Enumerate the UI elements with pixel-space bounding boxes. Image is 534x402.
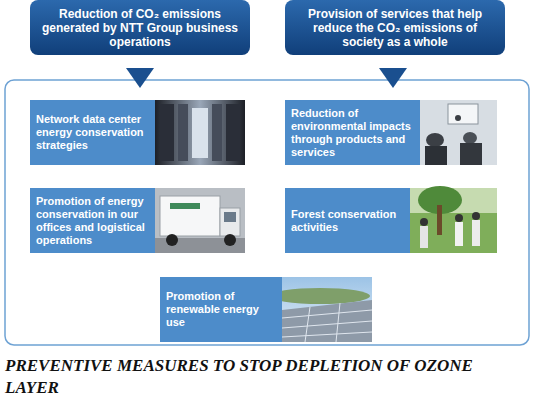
- heading-box: Reduction of CO₂ emissions generated by …: [30, 0, 250, 55]
- pointer-triangle: [379, 68, 407, 88]
- measure-box: Reduction of environmental impacts throu…: [285, 100, 420, 165]
- solar-photo: [270, 277, 372, 342]
- measure-box: Promotion of energy conservation in our …: [30, 188, 155, 253]
- forest-photo: [410, 186, 497, 253]
- box-text: Reduction of CO₂ emissions generated by …: [40, 7, 240, 49]
- truck-photo: [155, 188, 245, 253]
- measure-box: Forest conservation activities: [285, 188, 410, 253]
- box-text: Reduction of environmental impacts throu…: [291, 107, 414, 159]
- box-text: Provision of services that help reduce t…: [295, 7, 495, 49]
- group-outline: [5, 80, 529, 345]
- pointer-triangle: [126, 68, 154, 88]
- server-photo: [155, 100, 245, 165]
- box-text: Promotion of energy conservation in our …: [36, 195, 149, 247]
- measure-box: Network data center energy conservation …: [30, 100, 155, 165]
- box-text: Forest conservation activities: [291, 208, 404, 234]
- box-text: Promotion of renewable energy use: [166, 290, 276, 329]
- heading-box: Provision of services that help reduce t…: [285, 0, 505, 55]
- diagram-title: PREVENTIVE MEASURES TO STOP DEPLETION OF…: [5, 355, 525, 399]
- box-text: Network data center energy conservation …: [36, 113, 149, 152]
- meeting-photo: [420, 100, 497, 165]
- measure-box: Promotion of renewable energy use: [160, 277, 282, 342]
